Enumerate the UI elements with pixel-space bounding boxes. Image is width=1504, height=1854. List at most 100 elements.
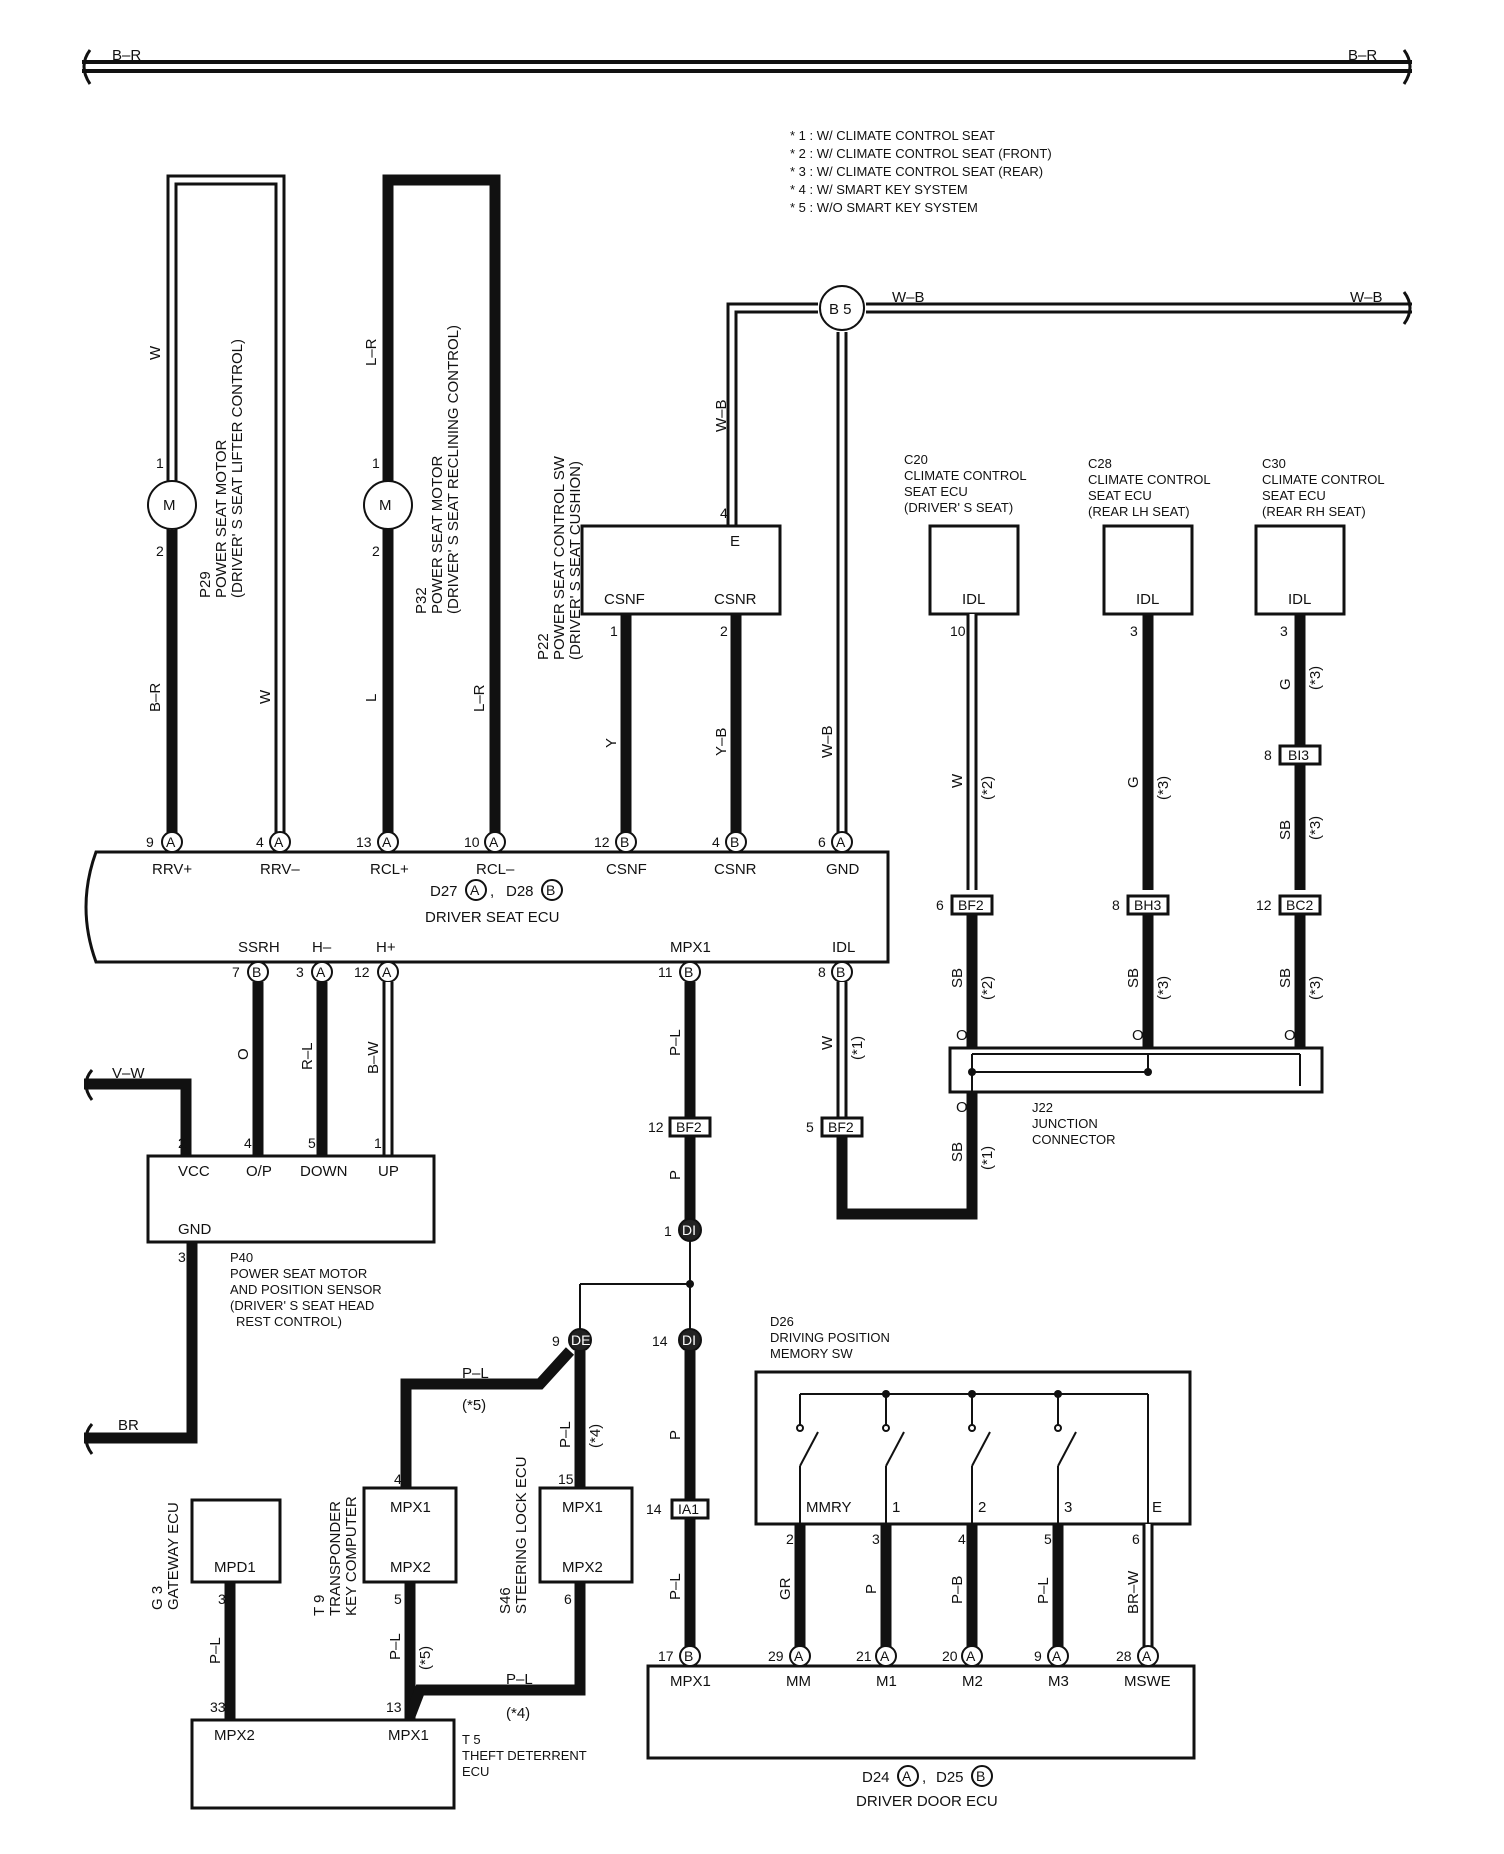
t9-id: T 9 <box>311 1595 328 1616</box>
svg-text:M3: M3 <box>1048 1673 1069 1690</box>
bus-left-label: B–R <box>112 47 141 64</box>
svg-text:W–B: W–B <box>892 289 925 306</box>
svg-text:TRANSPONDER: TRANSPONDER <box>327 1501 344 1616</box>
svg-text:4: 4 <box>256 834 264 850</box>
svg-text:MEMORY SW: MEMORY SW <box>770 1346 853 1361</box>
svg-text:1: 1 <box>374 1135 382 1151</box>
svg-text:MM: MM <box>786 1673 811 1690</box>
svg-text:W: W <box>949 773 966 788</box>
svg-text:2: 2 <box>372 543 380 559</box>
svg-text:BF2: BF2 <box>958 897 984 913</box>
svg-text:1: 1 <box>664 1223 672 1239</box>
svg-text:W: W <box>257 689 274 704</box>
t5-id: T 5 <box>462 1732 481 1747</box>
bus-right-label: B–R <box>1348 47 1377 64</box>
connector-bc2: BC2 12 SB (*3) <box>1256 894 1324 1054</box>
svg-text:IDL: IDL <box>962 591 985 608</box>
note-3: * 3 : W/ CLIMATE CONTROL SEAT (REAR) <box>790 164 1043 179</box>
svg-text:5: 5 <box>308 1135 316 1151</box>
svg-text:2: 2 <box>720 623 728 639</box>
svg-text:14: 14 <box>652 1333 668 1349</box>
svg-text:(*1): (*1) <box>849 1036 866 1060</box>
svg-text:B–W: B–W <box>365 1041 382 1074</box>
svg-text:P–L: P–L <box>462 1365 489 1382</box>
svg-text:3: 3 <box>872 1531 880 1547</box>
svg-text:BF2: BF2 <box>828 1119 854 1135</box>
svg-text:A: A <box>902 1768 912 1784</box>
note-1: * 1 : W/ CLIMATE CONTROL SEAT <box>790 128 995 143</box>
connector-bh3: BH3 8 SB (*3) <box>1112 894 1172 1054</box>
svg-text:O: O <box>235 1048 252 1060</box>
p29-id: P29 <box>197 571 214 598</box>
driver-seat-ecu: A 9 RRV+ A 4 RRV– A 13 RCL+ A 10 RCL– B <box>84 831 890 983</box>
svg-text:B: B <box>546 882 555 898</box>
svg-text:,: , <box>922 1769 926 1786</box>
svg-text:AND POSITION SENSOR: AND POSITION SENSOR <box>230 1282 382 1297</box>
svg-text:O: O <box>1132 1027 1144 1044</box>
svg-text:P–L: P–L <box>1035 1577 1052 1604</box>
svg-text:DI: DI <box>682 1332 696 1348</box>
svg-text:BF2: BF2 <box>676 1119 702 1135</box>
svg-text:RCL–: RCL– <box>476 861 515 878</box>
svg-text:A: A <box>382 834 392 850</box>
svg-text:B: B <box>730 834 739 850</box>
svg-text:RRV–: RRV– <box>260 861 300 878</box>
svg-text:P–L: P–L <box>667 1573 684 1600</box>
pin-rrv-plus: A 9 RRV+ <box>146 831 192 878</box>
svg-text:GND: GND <box>178 1221 212 1238</box>
p22-title: POWER SEAT CONTROL SW <box>551 455 568 660</box>
svg-text:THEFT DETERRENT: THEFT DETERRENT <box>462 1748 587 1763</box>
svg-text:1: 1 <box>610 623 618 639</box>
p32-id: P32 <box>413 587 430 614</box>
notes: * 1 : W/ CLIMATE CONTROL SEAT * 2 : W/ C… <box>790 128 1052 215</box>
ecu-top-pins: A 9 RRV+ A 4 RRV– A 13 RCL+ A 10 RCL– B <box>146 831 860 878</box>
svg-text:4: 4 <box>720 505 728 521</box>
svg-text:(REAR LH SEAT): (REAR LH SEAT) <box>1088 504 1190 519</box>
svg-text:GND: GND <box>826 861 860 878</box>
svg-text:3: 3 <box>296 964 304 980</box>
svg-text:P–L: P–L <box>557 1421 574 1448</box>
svg-text:IDL: IDL <box>832 939 855 956</box>
svg-text:B: B <box>684 964 693 980</box>
svg-text:DI: DI <box>682 1222 696 1238</box>
svg-text:M1: M1 <box>876 1673 897 1690</box>
pin-rcl-plus: A 13 RCL+ <box>356 831 409 878</box>
svg-text:L–R: L–R <box>363 338 380 366</box>
connector-bf2-c20: BF2 6 SB (*2) <box>936 894 996 1054</box>
svg-text:13: 13 <box>356 834 372 850</box>
svg-text:KEY COMPUTER: KEY COMPUTER <box>343 1496 360 1616</box>
svg-text:A: A <box>470 882 480 898</box>
svg-text:5: 5 <box>806 1119 814 1135</box>
svg-text:5: 5 <box>1044 1531 1052 1547</box>
svg-text:13: 13 <box>386 1699 402 1715</box>
svg-text:12: 12 <box>594 834 610 850</box>
svg-text:2: 2 <box>156 543 164 559</box>
svg-text:14: 14 <box>646 1501 662 1517</box>
mpx-bus: P–L BF2 12 P DI 1 DE 9 DI 14 P IA1 14 P–… <box>400 982 712 1656</box>
svg-text:B: B <box>836 964 845 980</box>
svg-text:A: A <box>166 834 176 850</box>
svg-text:P–L: P–L <box>667 1029 684 1056</box>
svg-text:(DRIVER' S SEAT HEAD: (DRIVER' S SEAT HEAD <box>230 1298 374 1313</box>
svg-text:A: A <box>1142 1648 1152 1664</box>
svg-text:3: 3 <box>178 1249 186 1265</box>
svg-text:10: 10 <box>464 834 480 850</box>
svg-text:B: B <box>976 1768 985 1784</box>
pin-rcl-minus: A 10 RCL– <box>464 831 515 878</box>
pin-ssrh: SSRH B 7 <box>232 939 280 983</box>
svg-text:B: B <box>684 1648 693 1664</box>
svg-text:(*5): (*5) <box>417 1646 434 1670</box>
p32-sub: (DRIVER' S SEAT RECLINING CONTROL) <box>445 325 462 614</box>
svg-text:12: 12 <box>354 964 370 980</box>
svg-text:CSNR: CSNR <box>714 591 757 608</box>
svg-text:4: 4 <box>244 1135 252 1151</box>
svg-text:P–L: P–L <box>506 1671 533 1688</box>
svg-text:BR–W: BR–W <box>1125 1570 1142 1614</box>
svg-text:BI3: BI3 <box>1288 747 1309 763</box>
svg-text:(*4): (*4) <box>587 1424 604 1448</box>
pin-rrv-minus: A 4 RRV– <box>256 831 300 878</box>
svg-text:B: B <box>252 964 261 980</box>
svg-text:P–L: P–L <box>207 1637 224 1664</box>
